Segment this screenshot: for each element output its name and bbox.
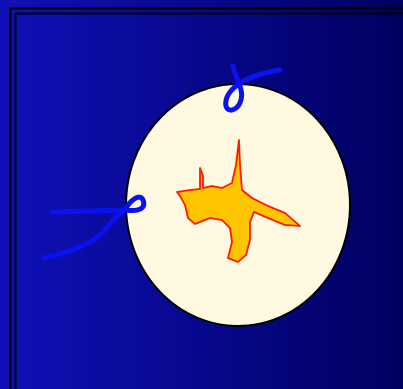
diagram-svg: [0, 0, 403, 389]
slide-canvas: [0, 0, 403, 389]
